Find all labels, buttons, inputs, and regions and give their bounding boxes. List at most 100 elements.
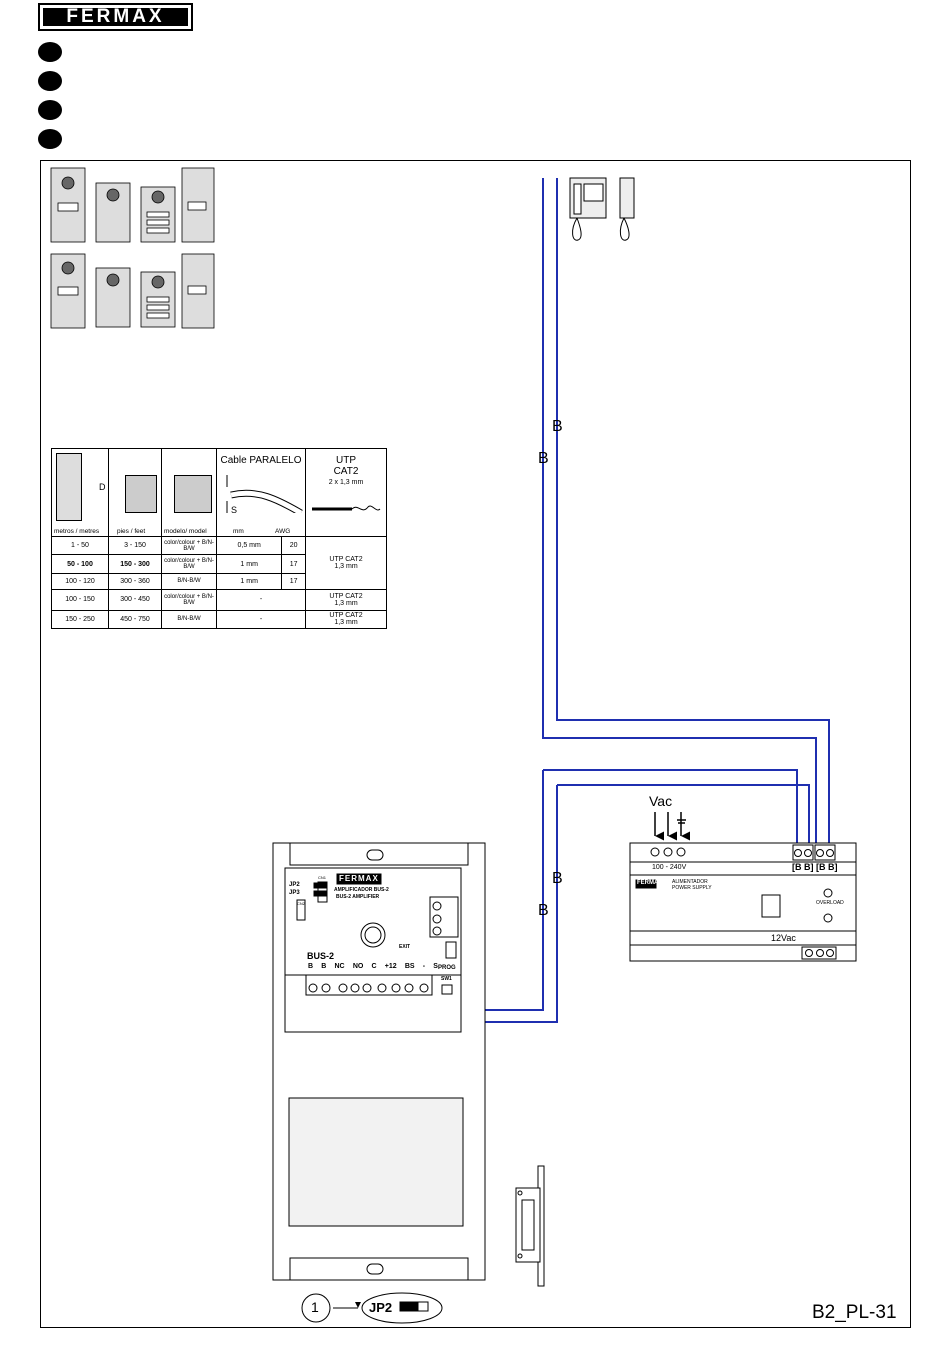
logo-text: FERMAX: [43, 7, 188, 26]
bus-label-b3: B: [552, 870, 563, 887]
amp-prog: PROG: [438, 965, 456, 971]
col-label-mm: mm: [233, 527, 244, 535]
amp-jp3: JP3: [289, 890, 300, 896]
row5-utp-label: UTP CAT2: [329, 612, 363, 620]
terminal-12v: +12: [384, 963, 397, 970]
row5-utp: UTP CAT2 1,3 mm: [305, 609, 387, 630]
ps-brand: FERMAX: [637, 880, 663, 886]
amp-jp2: JP2: [289, 882, 300, 888]
row5-feet: 450 - 750: [108, 609, 162, 630]
monitor-icon: [569, 177, 635, 241]
row3-feet: 300 - 360: [108, 572, 162, 591]
language-dot-3: [38, 100, 62, 120]
parallel-cable-header: Cable PARALELO S mm AWG: [216, 448, 306, 537]
row3-mm: 1 mm: [215, 572, 283, 591]
row1-mm: 0,5 mm: [215, 535, 283, 556]
terminal-c: C: [371, 963, 377, 970]
cable-table: metros / metres D pies / feet modelo/ mo…: [51, 448, 387, 630]
header-s-label: S: [231, 505, 238, 515]
language-dot-2: [38, 71, 62, 91]
col-label-feet: pies / feet: [117, 527, 146, 535]
table-row: 100 - 150 300 - 450 color/colour + B/N-B…: [51, 589, 387, 611]
callout-jp2-label: JP2: [369, 1300, 393, 1315]
panel-thumbnails: [50, 167, 215, 329]
panel-distance-cell: metros / metres: [51, 448, 109, 537]
row4-utp-label: UTP CAT2: [329, 592, 363, 600]
col-label-awg: AWG: [275, 527, 291, 535]
amp-brand: FERMAX: [339, 874, 379, 883]
ps-bus-terminals: [B B] [B B]: [792, 862, 838, 872]
header-utp: UTP: [336, 455, 356, 466]
row1-feet: 3 - 150: [108, 535, 162, 556]
distance-feet-cell: D pies / feet: [99, 448, 162, 537]
row4-utp-mm: 1,3 mm: [334, 599, 358, 607]
table-row: 1 - 50 3 - 150 color/colour + B/N-B/W 0,…: [51, 535, 387, 591]
cable-icon: [226, 475, 303, 513]
row5-utp-mm: 1,3 mm: [334, 619, 358, 627]
fermax-logo: FERMAX: [38, 3, 193, 31]
terminal-no: NO: [352, 963, 364, 970]
row5-mm: -: [216, 609, 306, 630]
row4-feet: 300 - 450: [108, 589, 162, 611]
utp-header: UTP CAT2 2 x 1,3 mm: [305, 448, 387, 537]
row1-awg: 20: [281, 535, 306, 556]
terminal-b1: B: [308, 963, 314, 970]
amp-bus-label: BUS-2: [307, 951, 335, 961]
row2-feet: 150 - 300: [108, 554, 162, 574]
door-strike-icon: [515, 1165, 545, 1287]
bus-label-b1: B: [552, 418, 563, 435]
amp-cn2: CN2: [297, 901, 306, 906]
table-row: 100 - 120 300 - 360 B/N-B/W 1 mm 17: [51, 572, 387, 591]
row2-mm: 1 mm: [215, 554, 283, 574]
model-cell: modelo/ model: [161, 448, 217, 537]
utp-merged-cell: UTP CAT2 1,3 mm: [305, 535, 387, 591]
language-dot-1: [38, 42, 62, 62]
header-cable-paralelo: Cable PARALELO: [220, 455, 302, 466]
row4-mm: -: [216, 589, 306, 611]
utp-merged-mm: 1,3 mm: [334, 563, 358, 571]
vac-inputs: [654, 812, 690, 841]
bus-label-b4: B: [538, 902, 549, 919]
amp-exit: EXIT: [399, 944, 411, 950]
header-utp-section: 2 x 1,3 mm: [328, 479, 364, 486]
amp-sw1: SW1: [441, 976, 452, 982]
col-label-metres: metros / metres: [54, 527, 100, 535]
diagram-frame: [40, 160, 911, 1328]
language-dot-4: [38, 129, 62, 149]
table-row: 150 - 250 450 - 750 B/N-B/W - UTP CAT2 1…: [51, 609, 387, 630]
ps-input-label: 100 - 240V: [652, 864, 687, 871]
vac-label: Vac: [649, 793, 673, 809]
ps-title-en: POWER SUPPLY: [672, 885, 712, 891]
table-row: 50 - 100 150 - 300 color/colour + B/N-B/…: [51, 554, 387, 574]
row2-metres: 50 - 100: [51, 554, 109, 574]
amp-title-en: BUS-2 AMPLIFIER: [336, 894, 380, 900]
terminal-b2: B: [321, 963, 327, 970]
distance-d-label: D: [99, 482, 106, 492]
terminal-bs: BS: [404, 963, 415, 970]
callout-number: 1: [311, 1299, 319, 1315]
header-cat2: CAT2: [333, 466, 359, 477]
row1-model: color/colour + B/N-B/W: [161, 535, 217, 556]
row1-metres: 1 - 50: [51, 535, 109, 556]
row5-metres: 150 - 250: [51, 609, 109, 630]
row4-utp: UTP CAT2 1,3 mm: [305, 589, 387, 611]
amp-title-es: AMPLIFICADOR BUS-2: [334, 887, 389, 893]
amp-terminal-labels: B B NC NO C +12 BS - S: [308, 963, 438, 970]
row5-model: B/N-B/W: [161, 609, 217, 630]
jp2-callout: [301, 1292, 443, 1324]
diagram-code: B2_PL-31: [812, 1302, 897, 1323]
power-supply: [629, 842, 857, 962]
row3-model: B/N-B/W: [161, 572, 217, 591]
row3-awg: 17: [281, 572, 306, 591]
terminal-minus: -: [422, 963, 426, 970]
terminal-s: S: [433, 963, 438, 970]
ps-overload: OVERLOAD: [816, 900, 844, 906]
row3-metres: 100 - 120: [51, 572, 109, 591]
amp-cn1: CN1: [318, 875, 327, 880]
row4-model: color/colour + B/N-B/W: [161, 589, 217, 611]
row2-awg: 17: [281, 554, 306, 574]
row2-model: color/colour + B/N-B/W: [161, 554, 217, 574]
row4-metres: 100 - 150: [51, 589, 109, 611]
ps-output-label: 12Vac: [771, 933, 796, 943]
